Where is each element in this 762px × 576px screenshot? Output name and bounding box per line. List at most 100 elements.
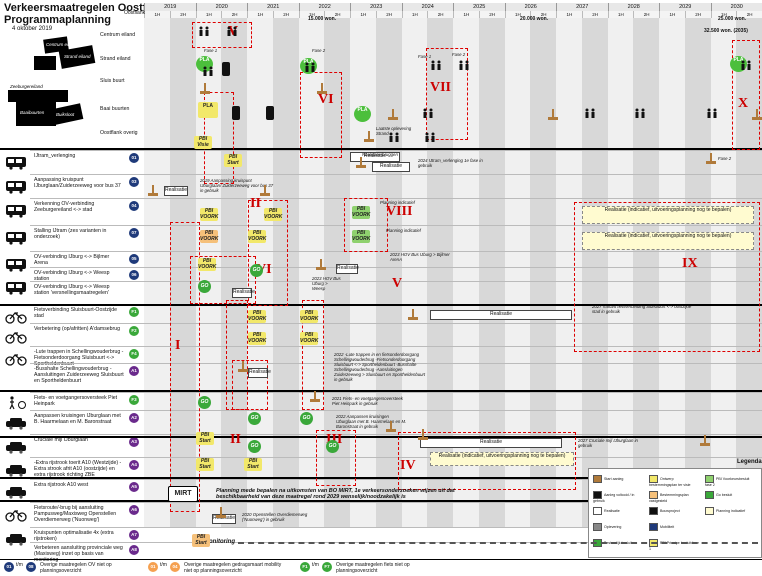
measure-badge: A4 <box>129 460 139 470</box>
go-badge: GO <box>300 412 313 425</box>
residents-icon <box>198 26 212 38</box>
footer-badge: 01 <box>148 562 158 572</box>
bike-icon <box>4 330 28 344</box>
footer-badge: 01 <box>4 562 14 572</box>
legend-item: Oplevering <box>593 523 645 531</box>
legend-swatch <box>593 507 602 515</box>
half-year-header: 1H <box>196 11 222 18</box>
start-marker-icon <box>752 108 762 120</box>
footer-badge: F1 <box>300 562 310 572</box>
row-label: OV-verbinding IJburg <-> Weesp station '… <box>34 284 124 296</box>
start-marker-icon <box>364 130 374 142</box>
legend-swatch <box>705 507 714 515</box>
roman-numeral: VIII <box>386 204 412 220</box>
row-label: Kruispunten optimalisatie 4x (extra rijs… <box>34 530 124 542</box>
date-label: 4 oktober 2019 <box>12 26 52 32</box>
measure-badge: F4 <box>129 349 139 359</box>
legend-text: Realisatie <box>604 509 620 513</box>
map-label-buiksloot: Buiksloot <box>56 112 74 117</box>
residents-icon <box>634 108 648 120</box>
row-label: -Busshalte Schellingwouderbrug -Aansluit… <box>34 366 124 384</box>
mirt-note: Planning mede bepalen na uitkomsten van … <box>216 488 466 500</box>
measure-badge: 05 <box>129 254 139 264</box>
milestone-label: 15.000 won. <box>308 16 336 22</box>
row-separator <box>30 198 762 199</box>
year-header: 2025 <box>453 3 505 11</box>
row-label: Aanpassing kruispunt IJburglaan/Zuiderze… <box>34 177 124 189</box>
bus-icon <box>4 281 28 295</box>
map-label-centrum: Centrum eiland <box>46 42 77 47</box>
year-header: 2024 <box>402 3 454 11</box>
row-label: Extra rijstrook A10 west <box>34 482 124 488</box>
year-header: 2026 <box>505 3 557 11</box>
footer-range: t/m <box>160 562 167 568</box>
realisatie-bar: Realisatie <box>420 438 562 448</box>
legend-item: Bestemmingsplan vastgesteld <box>649 491 701 503</box>
row-separator <box>30 150 762 151</box>
start-marker-icon <box>700 434 710 446</box>
go-badge: GO <box>250 264 263 277</box>
pla-badge: PLA <box>198 102 218 118</box>
legend-item: PBI Voorkeursbesluit fase 2 <box>705 475 757 487</box>
row-label: -Extra rijstrook toerit A10 (Westzijde) … <box>34 460 124 478</box>
start-marker-icon <box>200 82 210 94</box>
bus-icon <box>4 258 28 272</box>
start-marker-icon <box>388 108 398 120</box>
measure-badge: 06 <box>129 270 139 280</box>
car-icon <box>4 485 28 499</box>
footer-badge: F7 <box>322 562 332 572</box>
bike-icon <box>4 310 28 324</box>
half-year-header: 1H <box>556 11 582 18</box>
year-header: 2022 <box>299 3 351 11</box>
measure-badge: F1 <box>129 307 139 317</box>
milestone-note: 2023 HOV Bus IJburg > Bijlmer ArenA <box>390 252 450 262</box>
footer-label: Overige maatregelen fiets niet op planni… <box>336 562 436 574</box>
footer-label: Overige maatregelen gedragsmaart mobilit… <box>184 562 284 574</box>
area-label-overig: Oostflank overig <box>100 130 138 136</box>
measure-badge: A2 <box>129 413 139 423</box>
measure-badge: 07 <box>129 228 139 238</box>
bus-icon <box>4 204 28 218</box>
legend-item: Ontwerp bestemmingsplan ter visie <box>649 475 701 487</box>
half-year-header: 2H <box>170 11 196 18</box>
legend-text: Oplevering <box>604 525 621 529</box>
measure-badge: F2 <box>129 326 139 336</box>
residents-icon <box>422 108 436 120</box>
measure-badge: A3 <box>129 437 139 447</box>
row-label: Fietsverbinding Sluisbuurt-Oostzijde sta… <box>34 307 124 319</box>
realisatie-bar: Realisatie <box>232 288 252 298</box>
legend-swatch <box>593 475 602 483</box>
indicative-box: Realisatie (indicatief, uitvoeringsplann… <box>582 206 754 224</box>
row-separator <box>30 410 762 411</box>
footer-range: t/m <box>16 562 23 568</box>
go-badge: GO <box>326 440 339 453</box>
milestone-label: 32.500 won. (2035) <box>704 28 748 34</box>
go-badge: GO <box>198 396 211 409</box>
tram-icon <box>4 231 28 245</box>
tram-icon <box>4 156 28 170</box>
measure-badge: A7 <box>129 530 139 540</box>
start-marker-icon <box>310 390 320 402</box>
measure-badge: A8 <box>129 545 139 555</box>
half-year-header: 2H <box>376 11 402 18</box>
start-marker-icon <box>408 308 418 320</box>
area-label-baai: Baai buurten <box>100 106 138 112</box>
legend-item: Realisatie <box>593 507 645 515</box>
go-badge: GO <box>198 280 211 293</box>
milestone-note: 2022 -Lute trappen in en fietsonderdoorg… <box>334 352 426 382</box>
half-year-header: 1H <box>402 11 428 18</box>
row-label: Verkenning OV-verbinding Zeeburgereiland… <box>34 201 124 213</box>
milestone-note: 2021 Fiets- en voetgangersoversteek Piet… <box>332 396 406 406</box>
